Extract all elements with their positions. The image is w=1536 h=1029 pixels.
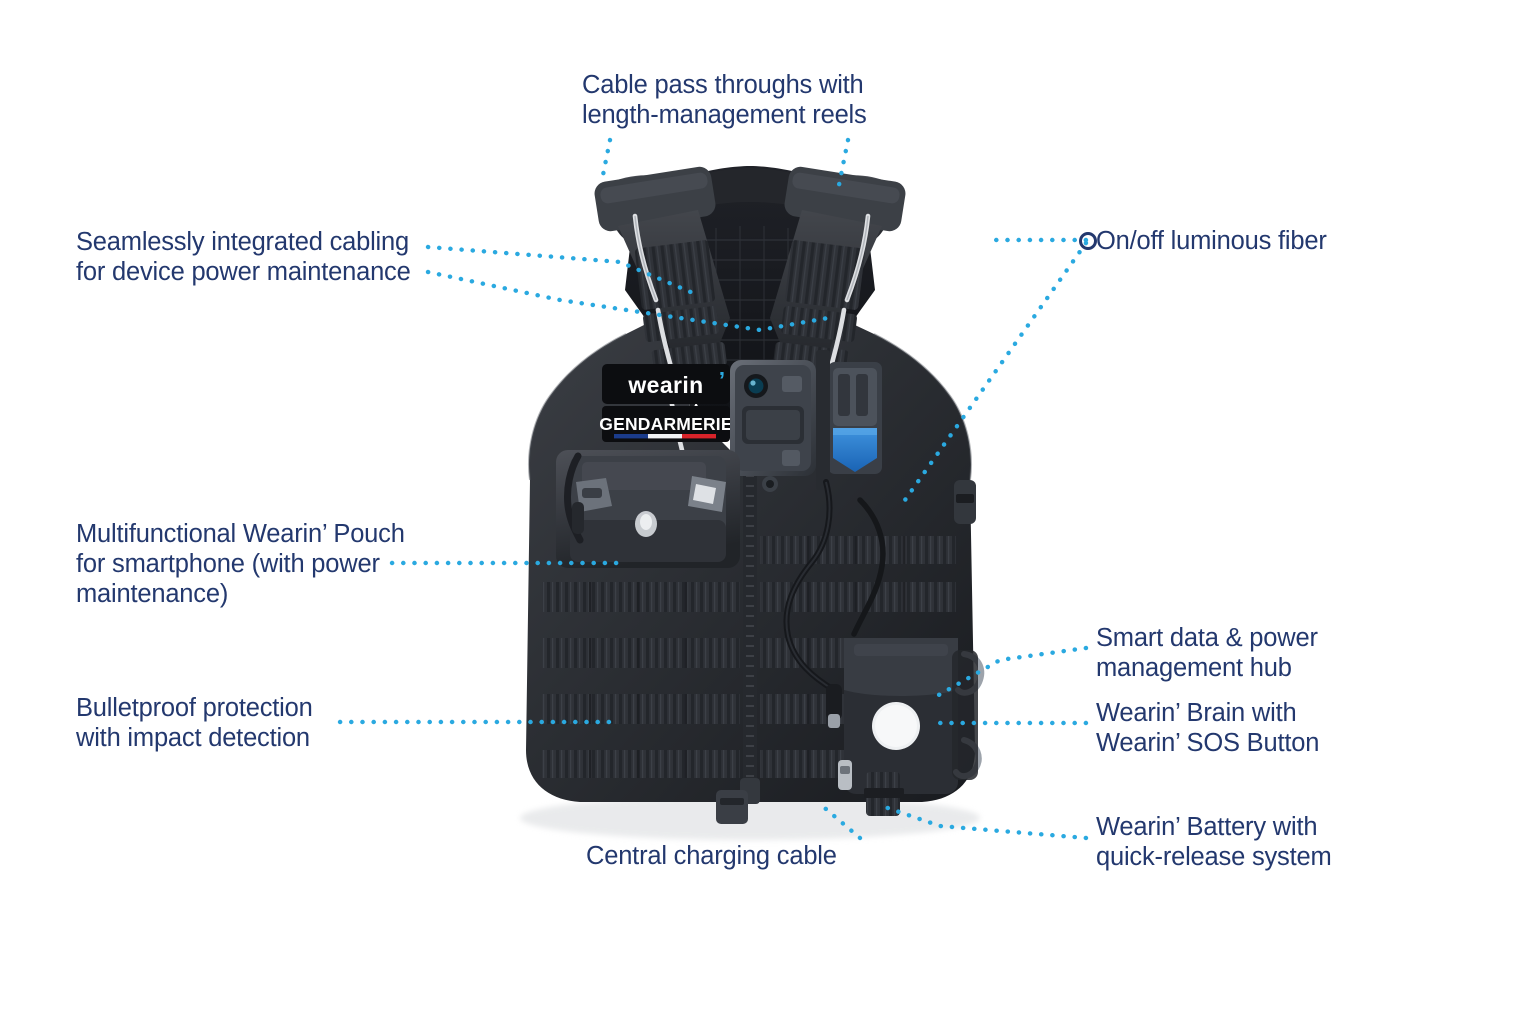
annotation-central-charging-cable: Central charging cable <box>586 842 837 870</box>
fiber-junction-node <box>1079 232 1097 250</box>
annotation-multifunctional-pouch: Multifunctional Wearin’ Pouch for smartp… <box>76 520 405 608</box>
annotation-smart-hub: Smart data & power management hub <box>1096 624 1318 682</box>
hub-device-art <box>828 362 882 474</box>
annotation-on-off-luminous-fiber: On/off luminous fiber <box>1096 227 1327 255</box>
patch-group: wearin ’ GENDARMERIE <box>599 364 733 442</box>
battery-pouch-art <box>838 638 985 816</box>
annotation-seamless-cabling: Seamlessly integrated cabling for device… <box>76 228 411 286</box>
svg-text:GENDARMERIE: GENDARMERIE <box>599 414 732 434</box>
annotation-wearin-battery: Wearin’ Battery with quick-release syste… <box>1096 813 1332 871</box>
annotation-wearin-brain: Wearin’ Brain with Wearin’ SOS Button <box>1096 699 1320 757</box>
svg-text:’: ’ <box>719 367 725 393</box>
vest-illustration: wearin ’ GENDARMERIE <box>430 150 1070 850</box>
body-camera-art <box>730 360 816 492</box>
smartphone-pouch-art <box>556 450 740 568</box>
svg-text:wearin: wearin <box>627 372 703 398</box>
annotation-bulletproof-protection: Bulletproof protection with impact detec… <box>76 694 313 752</box>
annotation-cable-pass-throughs: Cable pass throughs with length-manageme… <box>582 71 867 129</box>
